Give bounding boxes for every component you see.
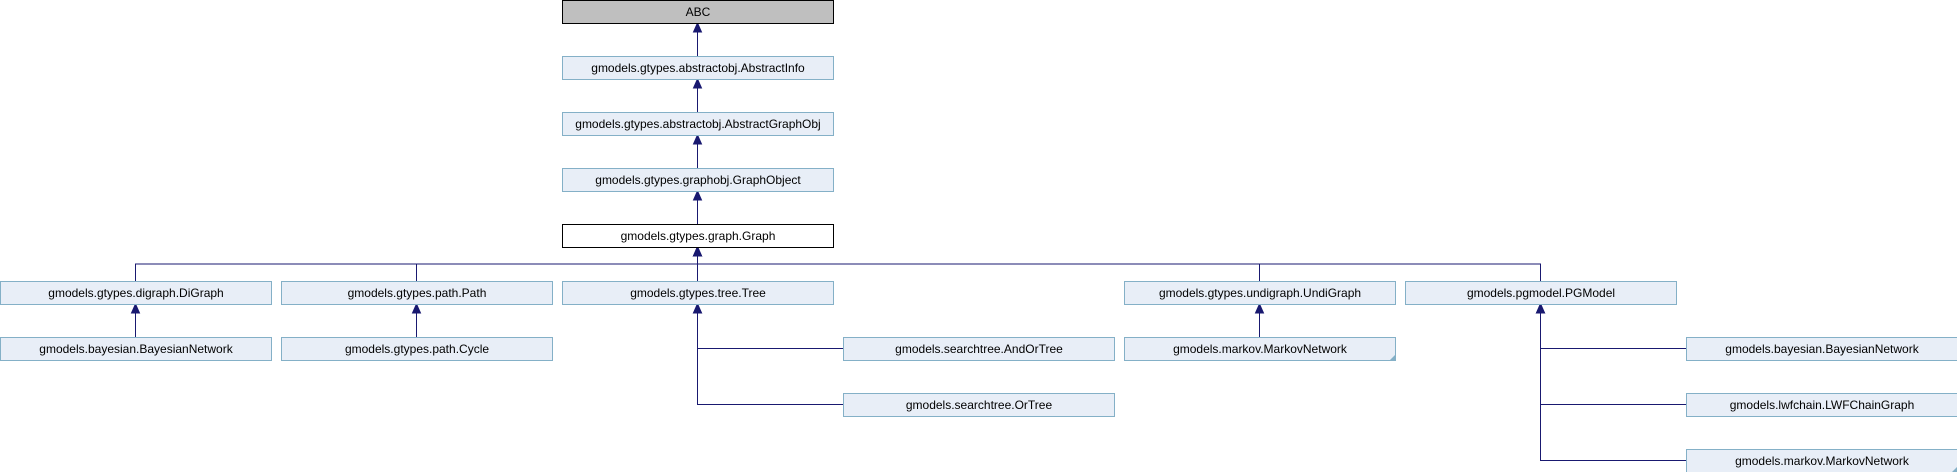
class-node-box (562, 224, 834, 248)
class-node-box (1686, 393, 1957, 417)
class-node-label: gmodels.pgmodel.PGModel (1467, 286, 1615, 300)
class-node-label: ABC (686, 5, 711, 19)
arrowhead-abstractinfo-to-abc (692, 21, 703, 33)
inheritance-edge-andortree-to-tree (697, 310, 843, 349)
inheritance-edge-pgmodel-to-graph (697, 253, 1541, 281)
class-node-ortree[interactable]: gmodels.searchtree.OrTree (843, 393, 1115, 417)
truncation-marker-icon (1952, 467, 1957, 472)
class-node-box (1124, 337, 1396, 361)
class-node-label: gmodels.markov.MarkovNetwork (1173, 342, 1348, 356)
class-node-box (281, 281, 553, 305)
class-node-markov1[interactable]: gmodels.markov.MarkovNetwork (1124, 337, 1396, 361)
arrowhead-pgmodel-to-graph (692, 245, 703, 257)
class-node-abc[interactable]: ABC (562, 0, 834, 24)
class-node-label: gmodels.gtypes.abstractobj.AbstractGraph… (575, 117, 820, 131)
class-node-label: gmodels.searchtree.OrTree (906, 398, 1053, 412)
class-node-box (1686, 449, 1957, 472)
arrowhead-graphobject-to-abstractgraphobj (692, 133, 703, 145)
class-node-bayesian1[interactable]: gmodels.bayesian.BayesianNetwork (0, 337, 272, 361)
class-node-label: gmodels.searchtree.AndOrTree (895, 342, 1063, 356)
class-node-label: gmodels.gtypes.tree.Tree (630, 286, 766, 300)
class-node-label: gmodels.markov.MarkovNetwork (1735, 454, 1910, 468)
class-node-lwfchain[interactable]: gmodels.lwfchain.LWFChainGraph (1686, 393, 1957, 417)
class-node-label: gmodels.gtypes.abstractobj.AbstractInfo (591, 61, 805, 75)
class-node-box (562, 281, 834, 305)
class-node-label: gmodels.lwfchain.LWFChainGraph (1730, 398, 1915, 412)
class-node-box (562, 56, 834, 80)
class-node-box (562, 0, 834, 24)
arrowhead-graph-to-graphobject (692, 189, 703, 201)
class-node-abstractgraphobj[interactable]: gmodels.gtypes.abstractobj.AbstractGraph… (562, 112, 834, 136)
class-node-andortree[interactable]: gmodels.searchtree.AndOrTree (843, 337, 1115, 361)
inheritance-edge-undigraph-to-graph (697, 253, 1260, 281)
arrowhead-markov2-to-pgmodel (1535, 302, 1546, 314)
inheritance-edge-lwfchain-to-pgmodel (1540, 310, 1686, 405)
edges-layer (130, 21, 1686, 461)
class-node-box (281, 337, 553, 361)
class-node-graphobject[interactable]: gmodels.gtypes.graphobj.GraphObject (562, 168, 834, 192)
class-node-label: gmodels.gtypes.graph.Graph (621, 229, 776, 243)
class-node-bayesian2[interactable]: gmodels.bayesian.BayesianNetwork (1686, 337, 1957, 361)
class-node-path[interactable]: gmodels.gtypes.path.Path (281, 281, 553, 305)
inheritance-edge-ortree-to-tree (697, 310, 843, 405)
class-node-box (1405, 281, 1677, 305)
class-node-box (562, 168, 834, 192)
truncation-marker-icon (1389, 354, 1396, 361)
inheritance-edge-path-to-graph (416, 253, 698, 281)
class-node-cycle[interactable]: gmodels.gtypes.path.Cycle (281, 337, 553, 361)
class-node-box (562, 112, 834, 136)
class-node-box (1686, 337, 1957, 361)
inheritance-edge-markov2-to-pgmodel (1540, 310, 1686, 461)
class-node-label: gmodels.gtypes.path.Cycle (345, 342, 489, 356)
class-node-abstractinfo[interactable]: gmodels.gtypes.abstractobj.AbstractInfo (562, 56, 834, 80)
inheritance-edge-bayesian2-to-pgmodel (1540, 310, 1686, 349)
arrowhead-cycle-to-path (411, 302, 422, 314)
class-node-box (843, 337, 1115, 361)
class-node-markov2[interactable]: gmodels.markov.MarkovNetwork (1686, 449, 1957, 472)
arrowhead-abstractgraphobj-to-abstractinfo (692, 77, 703, 89)
arrowhead-markov1-to-undigraph (1254, 302, 1265, 314)
class-node-digraph[interactable]: gmodels.gtypes.digraph.DiGraph (0, 281, 272, 305)
class-node-label: gmodels.gtypes.graphobj.GraphObject (595, 173, 801, 187)
class-node-label: gmodels.gtypes.digraph.DiGraph (48, 286, 223, 300)
arrowhead-ortree-to-tree (692, 302, 703, 314)
class-node-label: gmodels.bayesian.BayesianNetwork (39, 342, 233, 356)
class-node-graph: gmodels.gtypes.graph.Graph (562, 224, 834, 248)
arrowhead-bayesian1-to-digraph (130, 302, 141, 314)
class-node-undigraph[interactable]: gmodels.gtypes.undigraph.UndiGraph (1124, 281, 1396, 305)
class-node-label: gmodels.gtypes.undigraph.UndiGraph (1159, 286, 1361, 300)
class-node-box (0, 337, 272, 361)
class-node-box (843, 393, 1115, 417)
class-node-label: gmodels.bayesian.BayesianNetwork (1725, 342, 1919, 356)
class-node-box (1124, 281, 1396, 305)
class-node-tree[interactable]: gmodels.gtypes.tree.Tree (562, 281, 834, 305)
class-node-pgmodel[interactable]: gmodels.pgmodel.PGModel (1405, 281, 1677, 305)
class-node-label: gmodels.gtypes.path.Path (348, 286, 487, 300)
class-node-box (0, 281, 272, 305)
